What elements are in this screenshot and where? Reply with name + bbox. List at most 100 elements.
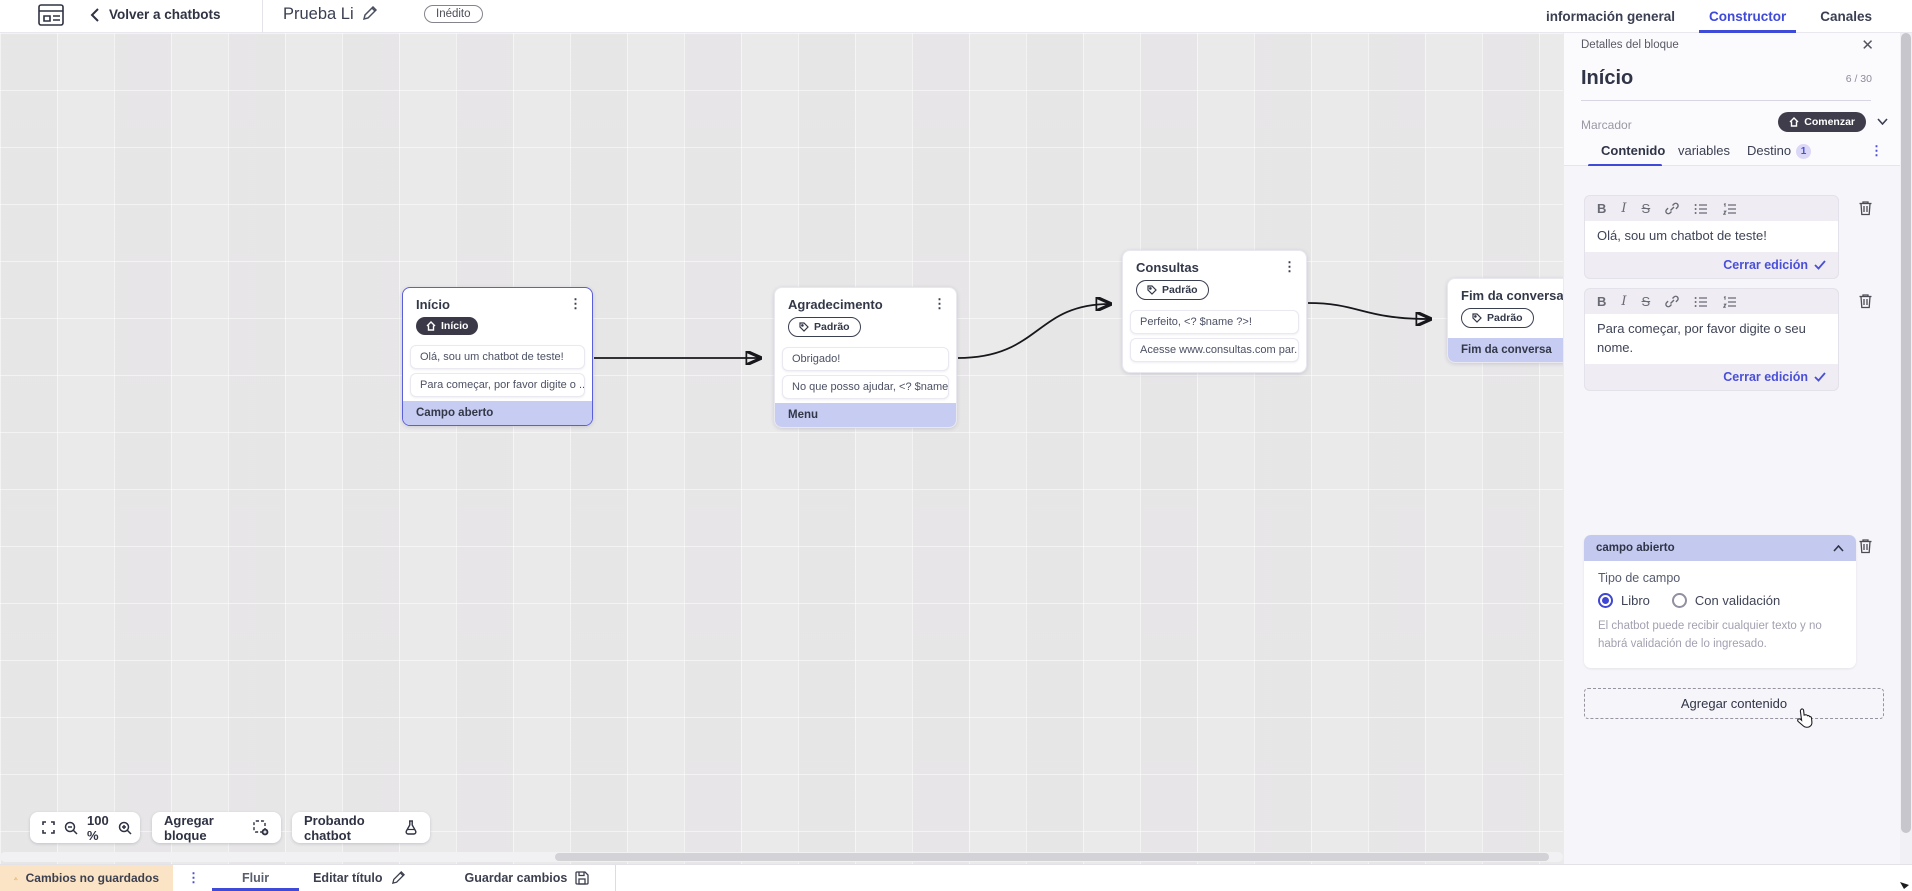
strikethrough-icon[interactable]: S [1641, 201, 1651, 216]
node-title: Início [416, 297, 450, 312]
name-char-counter: 6 / 30 [1845, 73, 1872, 85]
flow-node-consultas[interactable]: Consultas ⋮ Padrão Perfeito, <? $name ?>… [1122, 250, 1307, 373]
field-help-text: El chatbot puede recibir cualquier texto… [1598, 620, 1822, 650]
tab-informacion-general[interactable]: información general [1545, 9, 1675, 24]
italic-icon[interactable]: I [1621, 294, 1627, 309]
tag-icon [1472, 313, 1482, 323]
italic-icon[interactable]: I [1621, 201, 1627, 216]
panel-content: B I S Olá, sou um chatbot de teste! [1564, 166, 1901, 864]
back-button[interactable]: Volver a chatbots [90, 7, 221, 22]
zoom-toolbar: 100 % [30, 812, 140, 843]
tag-icon [799, 322, 809, 332]
tab-canales[interactable]: Canales [1820, 9, 1872, 24]
node-title: Consultas [1136, 260, 1199, 275]
editor-text-2[interactable]: Para começar, por favor digite o seu nom… [1585, 314, 1838, 364]
tab-fluir[interactable]: Fluir [211, 865, 300, 891]
tab-contenido[interactable]: Contenido [1601, 143, 1666, 158]
trash-icon[interactable] [1858, 538, 1873, 554]
flow-menu-icon[interactable]: ⋮ [187, 870, 200, 885]
app-logo-icon[interactable] [36, 3, 68, 30]
tag-icon [1147, 285, 1157, 295]
radio-libro-label[interactable]: Libro [1621, 593, 1650, 608]
panel-menu-icon[interactable]: ⋮ [1870, 143, 1883, 158]
block-details-panel: Detalles del bloque ✕ 6 / 30 Marcador Co… [1563, 33, 1901, 864]
open-field-header[interactable]: campo abierto [1584, 535, 1856, 561]
node-row-highlighted[interactable]: Menu [775, 403, 956, 427]
check-icon [1814, 260, 1826, 270]
vertical-scrollbar-track[interactable] [1900, 33, 1912, 864]
panel-title: Detalles del bloque [1581, 39, 1679, 51]
save-icon [575, 871, 590, 885]
trash-icon[interactable] [1858, 293, 1873, 309]
bullet-list-icon[interactable] [1694, 203, 1708, 215]
horizontal-scrollbar-track[interactable] [0, 852, 1563, 862]
bot-title[interactable]: Prueba Li [283, 5, 354, 23]
node-row-highlighted[interactable]: Campo aberto [403, 401, 592, 425]
editor-toolbar: B I S [1585, 289, 1838, 314]
zoom-out-icon[interactable] [64, 821, 78, 835]
node-menu-icon[interactable]: ⋮ [933, 296, 946, 311]
status-bar: Cambios no guardados ⋮ Fluir Editar títu… [0, 864, 1912, 891]
node-row[interactable]: Olá, sou um chatbot de teste! [410, 345, 585, 369]
edit-title-button[interactable]: Editar título [313, 871, 405, 885]
node-row[interactable]: Acesse www.consultas.com par... [1130, 338, 1299, 362]
test-chatbot-button[interactable]: Probando chatbot [292, 812, 430, 843]
top-header: Volver a chatbots Prueba Li Inédito info… [0, 0, 1912, 33]
close-edit-button[interactable]: Cerrar edición [1723, 258, 1826, 272]
radio-con-validacion[interactable] [1671, 593, 1687, 608]
trash-icon[interactable] [1858, 200, 1873, 216]
close-edit-button[interactable]: Cerrar edición [1723, 370, 1826, 384]
editor-text-1[interactable]: Olá, sou um chatbot de teste! [1585, 221, 1838, 252]
node-row[interactable]: Perfeito, <? $name ?>! [1130, 310, 1299, 334]
flask-icon [404, 820, 418, 835]
zoom-in-icon[interactable] [118, 821, 132, 835]
flow-node-fim-da-conversa[interactable]: Fim da conversa Padrão Fim da conversa [1447, 278, 1563, 363]
radio-libro[interactable] [1598, 593, 1613, 608]
flow-node-inicio[interactable]: Início ⋮ Início Olá, sou um chatbot de t… [402, 287, 593, 426]
node-row-highlighted[interactable]: Fim da conversa [1448, 338, 1563, 362]
text-editor-block-1: B I S Olá, sou um chatbot de teste! [1584, 195, 1839, 279]
bold-icon[interactable]: B [1597, 201, 1607, 216]
node-menu-icon[interactable]: ⋮ [1283, 259, 1296, 274]
edit-title-pencil-icon[interactable] [362, 6, 377, 21]
bullet-list-icon[interactable] [1694, 296, 1708, 308]
flow-connections [594, 33, 1563, 864]
home-icon [1789, 117, 1799, 127]
open-field-card: campo abierto Tipo de campo Libro Con va… [1584, 535, 1856, 668]
flow-node-agradecimento[interactable]: Agradecimento ⋮ Padrão Obrigado! No que … [774, 287, 957, 428]
chevron-down-icon[interactable] [1877, 118, 1888, 125]
node-row[interactable]: Obrigado! [782, 347, 949, 371]
add-block-button[interactable]: Agregar bloque [152, 812, 281, 843]
radio-con-validacion-label[interactable]: Con validación [1694, 593, 1781, 608]
add-content-button[interactable]: Agregar contenido [1584, 688, 1884, 719]
pencil-icon [391, 871, 405, 885]
node-badge-padrao: Padrão [1136, 280, 1209, 300]
link-icon[interactable] [1665, 295, 1679, 308]
header-divider [262, 0, 263, 33]
fullscreen-icon[interactable] [42, 821, 55, 834]
node-row[interactable]: No que posso ajudar, <? $name ... [782, 375, 949, 399]
save-changes-button[interactable]: Guardar cambios [465, 871, 590, 885]
marker-value-pill[interactable]: Comenzar [1778, 112, 1866, 132]
node-row[interactable]: Para começar, por favor digite o ... [410, 373, 585, 397]
tab-variables[interactable]: variables [1678, 143, 1731, 158]
close-icon[interactable]: ✕ [1861, 37, 1874, 54]
horizontal-scrollbar-thumb[interactable] [555, 853, 1549, 861]
strikethrough-icon[interactable]: S [1641, 294, 1651, 309]
test-chatbot-label: Probando chatbot [304, 812, 365, 843]
bold-icon[interactable]: B [1597, 294, 1607, 309]
block-name-input[interactable] [1581, 67, 1871, 101]
tab-constructor[interactable]: Constructor [1698, 0, 1797, 33]
active-tab-underline [1588, 164, 1662, 167]
flow-canvas[interactable]: Início ⋮ Início Olá, sou um chatbot de t… [0, 33, 1563, 864]
node-menu-icon[interactable]: ⋮ [569, 296, 582, 311]
numbered-list-icon[interactable] [1723, 295, 1737, 308]
node-title: Agradecimento [788, 297, 883, 312]
numbered-list-icon[interactable] [1723, 202, 1737, 215]
vertical-scrollbar-thumb[interactable] [1901, 33, 1911, 833]
link-icon[interactable] [1665, 202, 1679, 215]
mouse-cursor-hand-icon [1796, 708, 1813, 728]
